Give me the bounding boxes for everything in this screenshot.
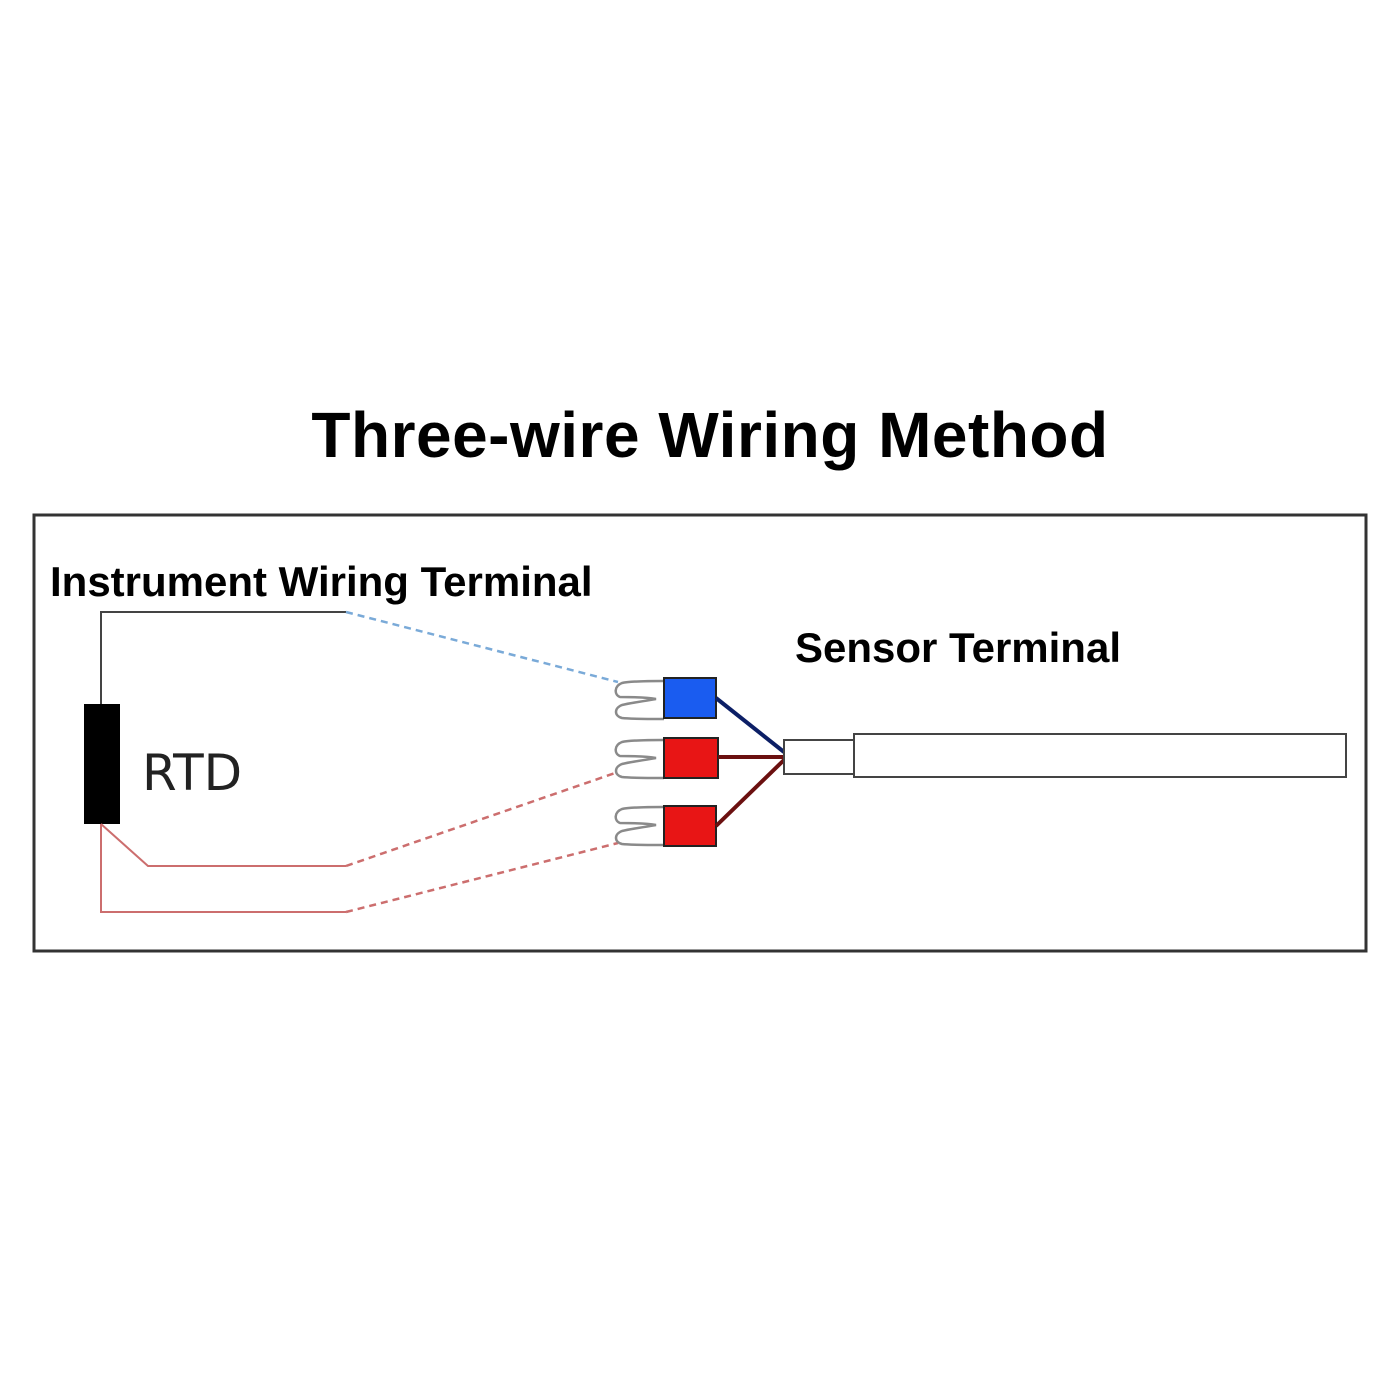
blue-lead-to-probe bbox=[714, 696, 786, 754]
red-wire-dashed-2 bbox=[345, 841, 619, 914]
diagram-frame bbox=[32, 513, 1368, 953]
rtd-red-lead-2 bbox=[100, 824, 346, 913]
rtd-label: RTD bbox=[142, 744, 242, 802]
blue-wire-dashed bbox=[345, 610, 619, 684]
rtd-top-lead bbox=[100, 611, 346, 704]
blue-terminal-block bbox=[663, 677, 717, 719]
red-terminal-block-2 bbox=[663, 805, 717, 847]
instrument-terminal-label: Instrument Wiring Terminal bbox=[50, 558, 593, 605]
red-terminal-block-1 bbox=[663, 737, 719, 779]
red-lead-to-probe-2 bbox=[714, 758, 786, 828]
sensor-terminal-label: Sensor Terminal bbox=[795, 624, 1121, 671]
rtd-resistor-icon bbox=[84, 704, 120, 824]
sensor-probe-icon bbox=[783, 733, 1347, 778]
spade-terminal-icon bbox=[614, 738, 665, 780]
rtd-red-lead-1 bbox=[100, 823, 346, 867]
spade-terminal-icon bbox=[614, 679, 665, 721]
page-title: Three-wire Wiring Method bbox=[311, 399, 1109, 471]
spade-terminal-icon bbox=[614, 805, 665, 847]
red-wire-dashed-1 bbox=[345, 770, 619, 868]
